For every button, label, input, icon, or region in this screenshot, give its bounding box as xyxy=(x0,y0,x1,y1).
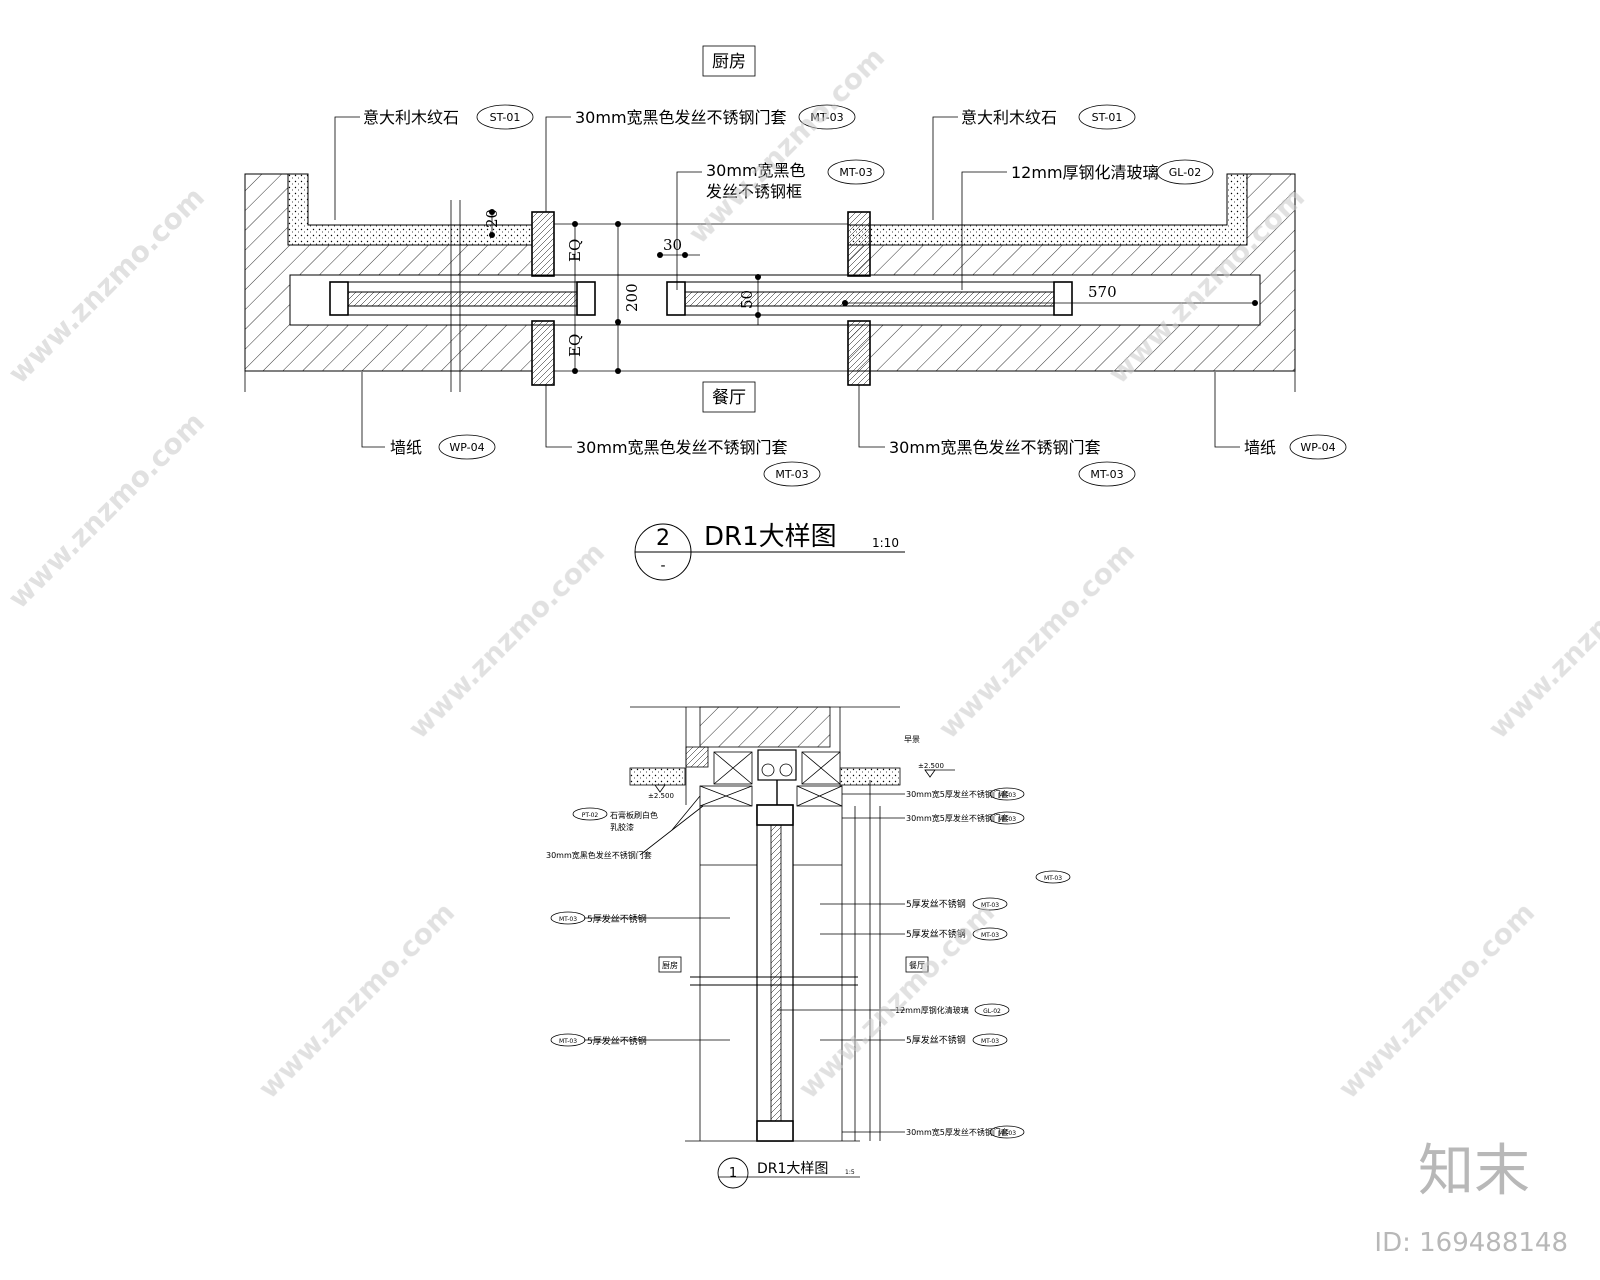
callout-stone-left: 意大利木纹石 xyxy=(363,108,459,127)
ceiling-beam xyxy=(699,706,831,748)
title-block-2: 2 - DR1大样图 1:10 xyxy=(634,522,905,581)
tag-mt-03-center: MT-03 xyxy=(839,166,872,179)
pt-note-2: 乳胶漆 xyxy=(610,822,634,832)
tag-r2: MT-03 xyxy=(998,816,1016,823)
level-left: ±2.500 xyxy=(648,792,674,800)
tag-gl-02: GL-02 xyxy=(1169,166,1201,179)
callout-wallpaper-left: 墙纸 xyxy=(390,438,422,457)
right-note-5: 5厚发丝不锈钢 xyxy=(906,928,966,940)
watermark-2: www.znzmo.com xyxy=(2,406,211,615)
dim-eq-bottom: EQ xyxy=(566,334,584,357)
callout-stone-right: 意大利木纹石 xyxy=(961,108,1057,127)
dim-200: 200 xyxy=(623,283,641,312)
title-1-name: DR1大样图 xyxy=(757,1161,828,1177)
title-2-scale: 1:10 xyxy=(872,536,899,550)
tag-r3: MT-03 xyxy=(1044,875,1062,882)
tag-pt-02: PT-02 xyxy=(582,812,599,819)
plan-detail xyxy=(244,45,1347,487)
frame-right-top xyxy=(847,211,871,277)
dining-tag-box xyxy=(702,381,756,413)
callout-frame-bottom-left: 30mm宽黑色发丝不锈钢门套 xyxy=(576,438,788,457)
frame-left-top xyxy=(531,211,555,277)
callout-frame-bottom-right: 30mm宽黑色发丝不锈钢门套 xyxy=(889,438,1101,457)
tag-r8: MT-03 xyxy=(998,1130,1016,1137)
tag-r5: MT-03 xyxy=(981,932,999,939)
right-note-8: 30mm宽5厚发丝不锈钢门套 xyxy=(906,1127,1009,1137)
right-note-1: 30mm宽5厚发丝不锈钢门套 xyxy=(906,789,1009,799)
plan-labels: 厨房 餐厅 意大利木纹石 ST-01 30mm宽黑色发丝不锈钢门套 MT-03 … xyxy=(363,52,1336,481)
kitchen-tag-box xyxy=(702,45,756,77)
title-2-number: 2 xyxy=(656,526,670,551)
section-detail xyxy=(550,706,1071,1142)
tag-mt-03-l1: MT-03 xyxy=(559,916,577,923)
image-id: ID: 169488148 xyxy=(1374,1228,1568,1258)
dim-30: 30 xyxy=(663,236,682,254)
tag-st-01-right: ST-01 xyxy=(1092,111,1123,124)
watermark-3: www.znzmo.com xyxy=(402,536,611,745)
dim-570: 570 xyxy=(1088,283,1117,301)
watermark-4: www.znzmo.com xyxy=(932,536,1141,745)
dim-50: 50 xyxy=(738,290,756,309)
watermark-10: www.znzmo.com xyxy=(1482,536,1600,745)
right-note-6: 12mm厚钢化清玻璃 xyxy=(895,1005,969,1015)
room-label-lower-right: 餐厅 xyxy=(909,961,925,970)
section-labels: PT-02 石膏板刷白色 乳胶漆 30mm宽黑色发丝不锈钢门套 MT-03 5厚… xyxy=(546,735,1062,1137)
tag-mt-03-l2: MT-03 xyxy=(559,1038,577,1045)
watermark-5: www.znzmo.com xyxy=(252,896,461,1105)
tag-r7: MT-03 xyxy=(981,1038,999,1045)
tag-wp-04-left: WP-04 xyxy=(449,441,484,454)
level-right: ±2.500 xyxy=(918,762,944,770)
title-1-number: 1 xyxy=(729,1166,737,1181)
left-note-1: 5厚发丝不锈钢 xyxy=(587,913,647,925)
tag-mt-03-top-left: MT-03 xyxy=(810,111,843,124)
dim-eq-top: EQ xyxy=(566,239,584,262)
left-frame-note: 30mm宽黑色发丝不锈钢门套 xyxy=(546,850,652,860)
left-note-2: 5厚发丝不锈钢 xyxy=(587,1035,647,1047)
brand-logo-text: 知末 xyxy=(1418,1139,1530,1204)
tag-mt-03-bottom-left: MT-03 xyxy=(775,468,808,481)
tag-r4: MT-03 xyxy=(981,902,999,909)
title-2-sub: - xyxy=(660,558,665,574)
callout-frame-left: 30mm宽黑色发丝不锈钢门套 xyxy=(575,108,787,127)
tag-mt-03-bottom-right: MT-03 xyxy=(1090,468,1123,481)
room-label-kitchen: 厨房 xyxy=(712,52,746,72)
right-note-7: 5厚发丝不锈钢 xyxy=(906,1034,966,1046)
callout-glass: 12mm厚钢化清玻璃 xyxy=(1011,163,1159,182)
right-stone-finish xyxy=(847,173,1248,246)
room-label-dining: 餐厅 xyxy=(712,388,746,408)
frame-right-bottom xyxy=(847,320,871,386)
callout-wallpaper-right: 墙纸 xyxy=(1244,438,1276,457)
right-note-2: 30mm宽5厚发丝不锈钢门套 xyxy=(906,813,1009,823)
frame-left-bottom xyxy=(531,320,555,386)
tag-st-01-left: ST-01 xyxy=(490,111,521,124)
callout-frame-center-2: 发丝不锈钢框 xyxy=(706,182,802,201)
callout-frame-center-1: 30mm宽黑色 xyxy=(706,161,806,180)
watermark-1: www.znzmo.com xyxy=(2,181,211,390)
watermark-7: www.znzmo.com xyxy=(1332,896,1541,1105)
tag-r6: GL-02 xyxy=(983,1008,1001,1015)
title-block-1: 1 DR1大样图 1:5 xyxy=(717,1157,860,1189)
dim-20: 20 xyxy=(483,209,501,228)
room-label-lower-left: 厨房 xyxy=(662,960,678,970)
sill-note: 早景 xyxy=(904,735,920,744)
tag-wp-04-right: WP-04 xyxy=(1300,441,1335,454)
right-note-4: 5厚发丝不锈钢 xyxy=(906,898,966,910)
title-1-scale: 1:5 xyxy=(845,1169,855,1176)
pt-note-1: 石膏板刷白色 xyxy=(610,810,658,820)
tag-r1: MT-03 xyxy=(998,792,1016,799)
watermark-6: www.znzmo.com xyxy=(792,896,1001,1105)
brand-logo: 知末 ID: 169488148 xyxy=(1374,1139,1568,1258)
title-2-name: DR1大样图 xyxy=(704,522,837,552)
